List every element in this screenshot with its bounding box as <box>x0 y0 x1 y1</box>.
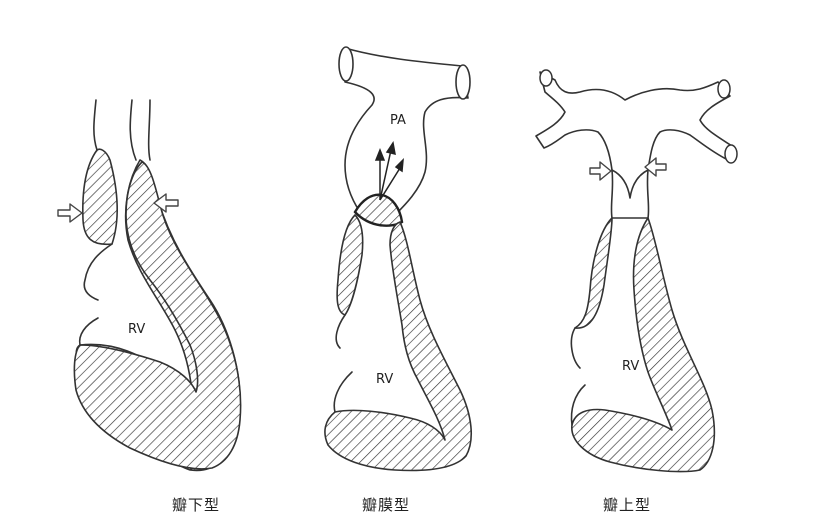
pulmonary-artery <box>344 47 469 216</box>
pulmonary-trunk-mid-wall <box>129 99 137 161</box>
domed-valve <box>353 193 404 227</box>
pulmonary-trunk-right-wall <box>147 99 151 161</box>
rv-cavity-upper <box>78 317 99 346</box>
rv-label-3: RV <box>622 359 639 374</box>
ventricular-wall-left <box>574 217 613 329</box>
arrow-right-icon <box>589 161 612 181</box>
panel-supravalvular: RV <box>535 69 738 473</box>
rv-label-1: RV <box>128 322 145 337</box>
ventricular-wall-main <box>571 217 716 473</box>
panel-valvular: PA RV <box>324 46 472 472</box>
jet-arrows-icon <box>374 141 404 201</box>
ventricular-wall-main <box>324 221 472 472</box>
rv-cavity-lower <box>570 384 586 426</box>
branch-opening-1 <box>539 69 553 87</box>
rv-cavity-outline <box>83 243 113 301</box>
supravalvular-narrowing <box>611 169 649 199</box>
rv-label-2: RV <box>376 372 393 387</box>
caption-valvular: 瓣膜型 <box>362 496 411 514</box>
panel-subvalvular: RV <box>57 99 242 472</box>
rv-cavity-outline <box>570 327 581 369</box>
pa-label: PA <box>390 113 406 128</box>
arrow-right-icon <box>57 203 83 223</box>
pulmonary-artery-branches <box>535 71 736 219</box>
pulmonary-trunk-left-wall <box>93 99 98 151</box>
branch-opening-2 <box>717 79 731 99</box>
rv-cavity-outline <box>335 314 346 349</box>
rv-cavity-lower <box>333 371 353 413</box>
arrow-left-icon <box>153 193 179 213</box>
right-branch-opening <box>455 64 471 100</box>
ventricular-wall-left <box>336 214 364 316</box>
infundibular-wall-left <box>81 148 118 246</box>
caption-subvalvular: 瓣下型 <box>172 496 221 514</box>
arrow-left-icon <box>644 157 667 177</box>
caption-supravalvular: 瓣上型 <box>603 496 652 514</box>
branch-opening-3 <box>724 144 738 164</box>
ventricular-wall-main <box>73 161 242 470</box>
left-branch-opening <box>338 46 354 82</box>
